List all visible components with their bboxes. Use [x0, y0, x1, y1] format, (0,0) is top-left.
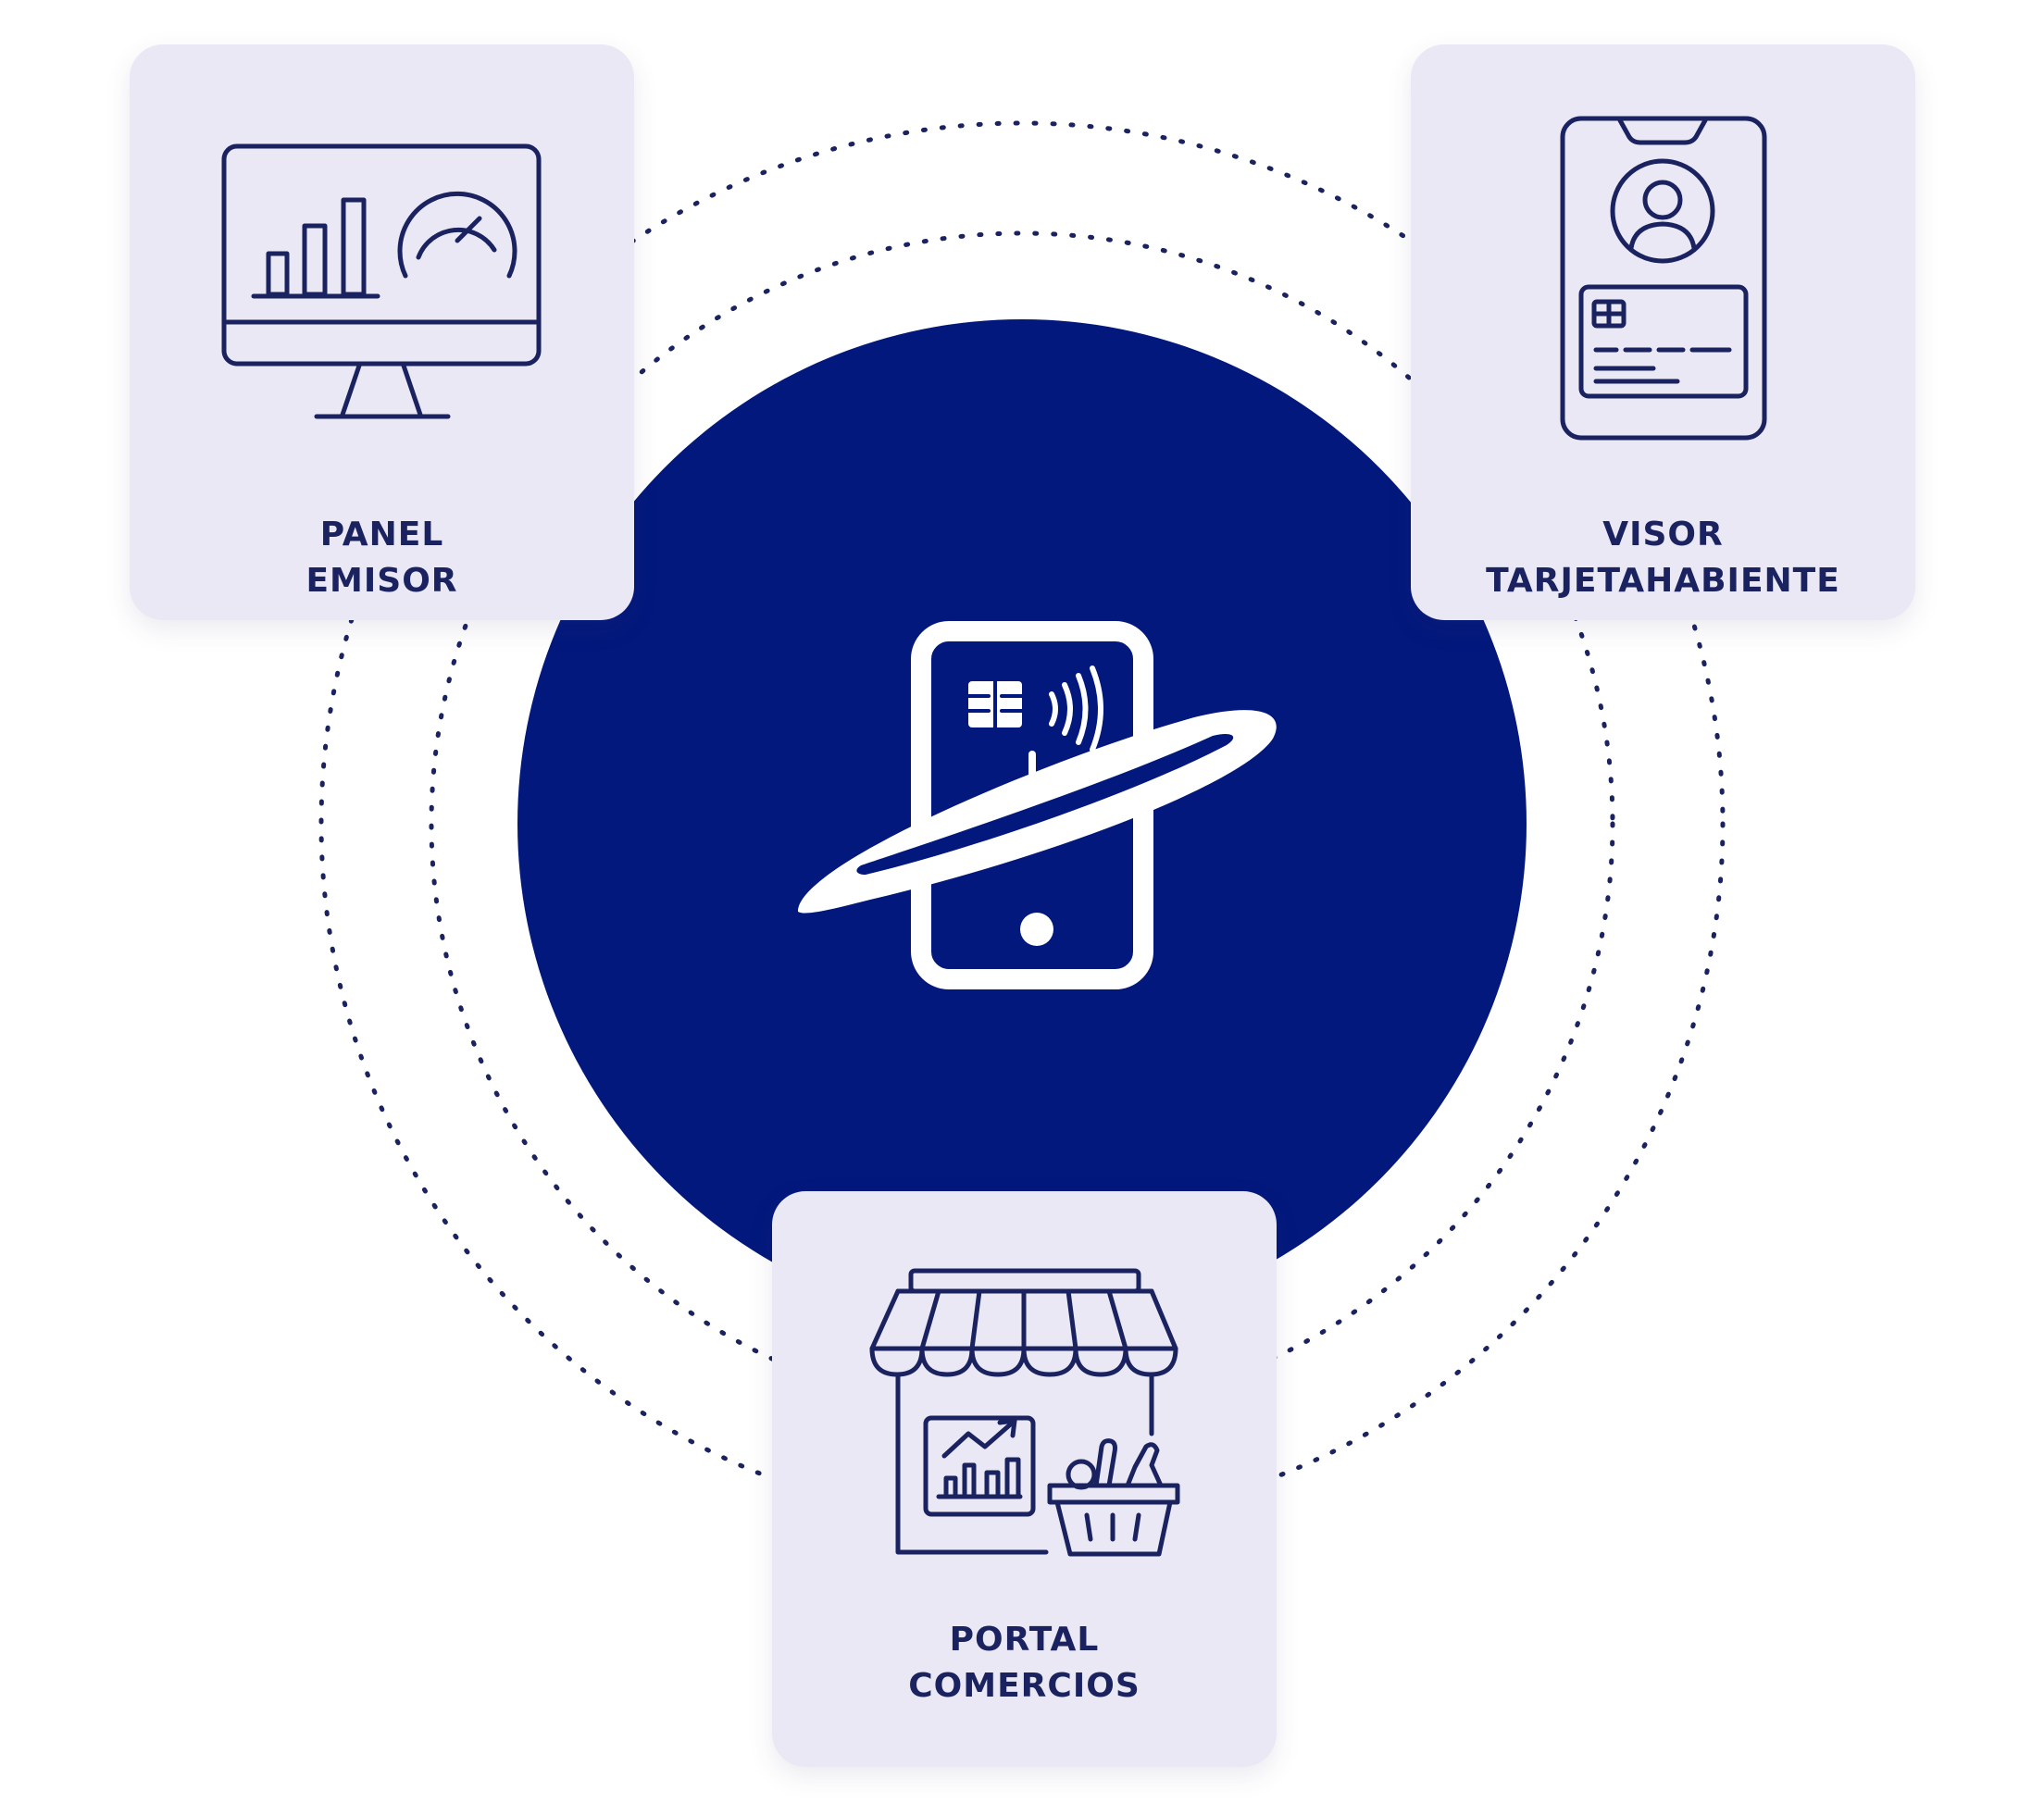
card-label-line1: PORTAL: [949, 1621, 1100, 1659]
card-portal-comercios[interactable]: PORTAL COMERCIOS: [772, 1191, 1277, 1767]
card-label-panel-emisor: PANEL EMISOR: [130, 512, 634, 604]
card-label-line2: EMISOR: [305, 562, 458, 600]
card-panel-emisor[interactable]: PANEL EMISOR: [130, 44, 634, 620]
card-label-line2: TARJETAHABIENTE: [1486, 562, 1840, 600]
phone-user-card-icon: [1560, 116, 1767, 441]
card-label-portal-comercios: PORTAL COMERCIOS: [772, 1617, 1277, 1710]
card-label-line1: VISOR: [1602, 516, 1724, 553]
card-label-visor-tarjetahabiente: VISOR TARJETAHABIENTE: [1411, 512, 1915, 604]
mobile-card-orbit-icon: [797, 621, 1277, 989]
card-label-line1: PANEL: [319, 516, 444, 553]
monitor-dashboard-icon: [221, 143, 542, 419]
storefront-basket-icon: [869, 1268, 1180, 1557]
card-label-line2: COMERCIOS: [908, 1667, 1140, 1705]
outer-dotted-ring: [318, 120, 1726, 1527]
card-visor-tarjetahabiente[interactable]: VISOR TARJETAHABIENTE: [1411, 44, 1915, 620]
